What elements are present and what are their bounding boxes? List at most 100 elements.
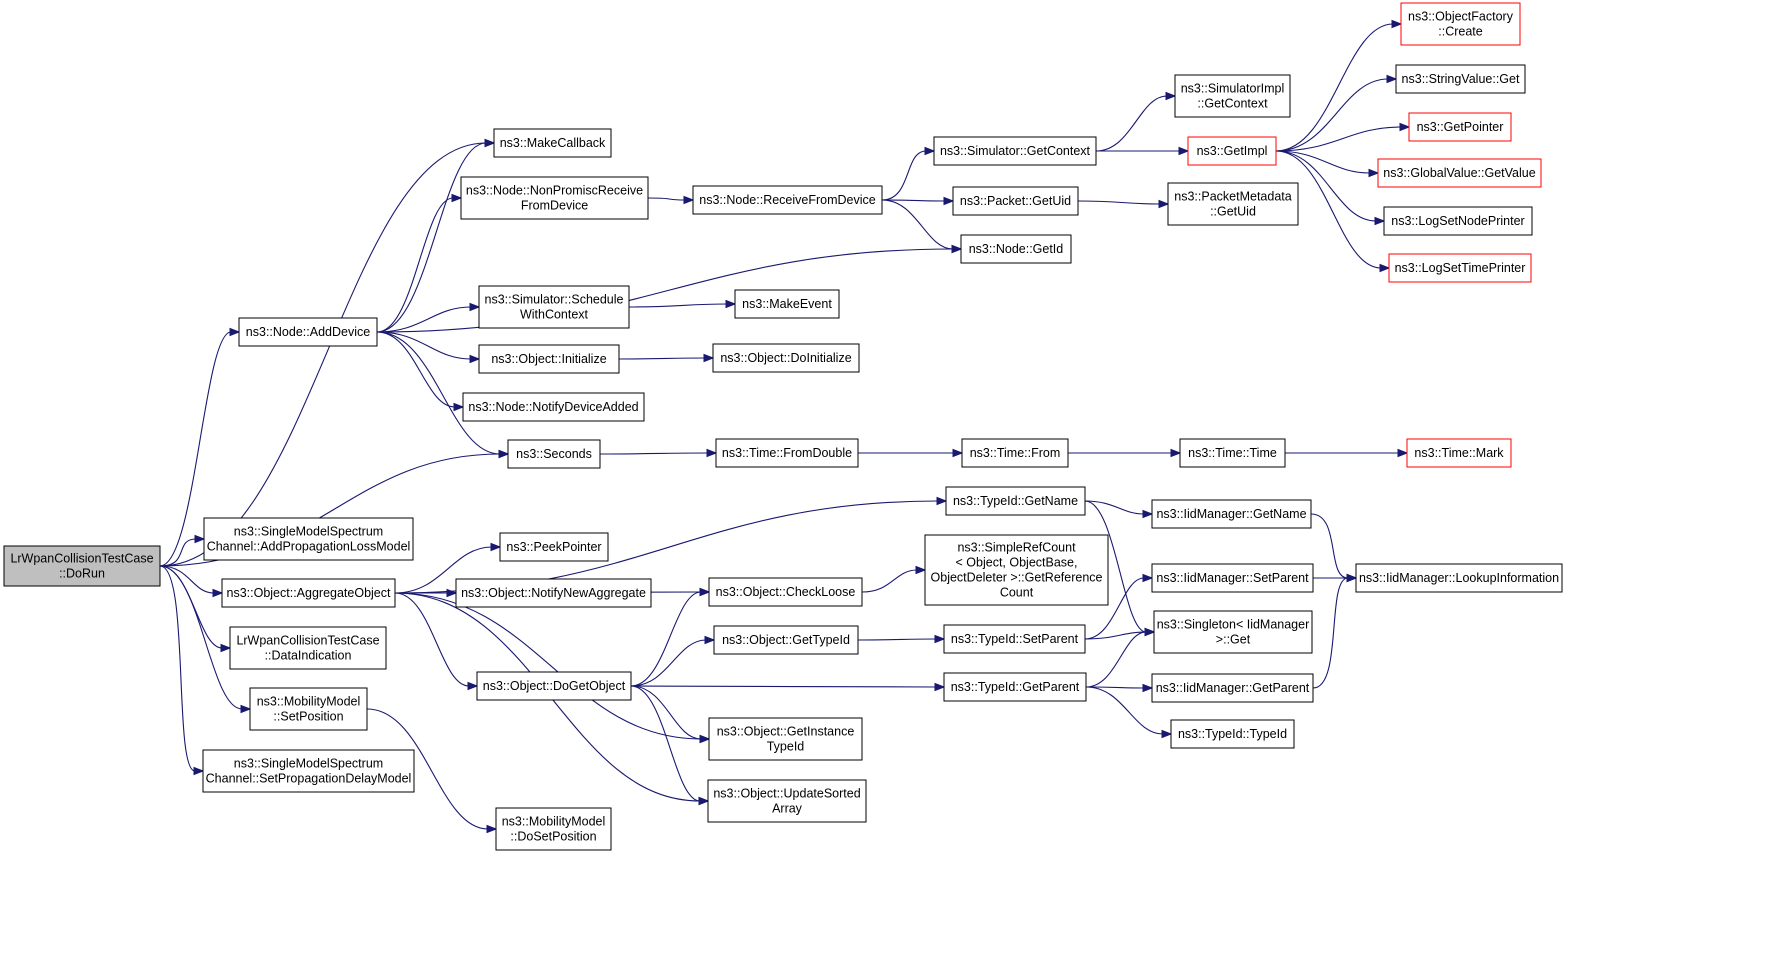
graph-node-singletonget[interactable]: ns3::Singleton< IidManager>::Get [1153,610,1313,654]
call-edge [858,448,964,458]
graph-node-nodegetid[interactable]: ns3::Node::GetId [960,234,1072,264]
graph-node-getimpl[interactable]: ns3::GetImpl [1187,136,1277,166]
graph-node-typeidsetparent[interactable]: ns3::TypeId::SetParent [943,624,1086,654]
node-label: ns3::GetImpl [1197,144,1268,158]
graph-node-getpointer[interactable]: ns3::GetPointer [1408,112,1512,142]
graph-node-timefrom[interactable]: ns3::Time::From [961,438,1069,468]
node-box [495,807,612,851]
node-label: ::GetContext [1197,97,1268,111]
edge-arrowhead [220,643,232,653]
graph-node-dataind[interactable]: LrWpanCollisionTestCase::DataIndication [229,626,387,670]
node-box [961,438,1069,468]
graph-node-notifynewagg[interactable]: ns3::Object::NotifyNewAggregate [455,578,652,608]
graph-node-adddevice[interactable]: ns3::Node::AddDevice [238,317,378,347]
graph-node-doinit[interactable]: ns3::Object::DoInitialize [712,343,860,373]
graph-node-objfactory[interactable]: ns3::ObjectFactory::Create [1400,2,1521,46]
edge-line [628,303,728,308]
node-box [1174,74,1291,118]
graph-node-simgetctx[interactable]: ns3::Simulator::GetContext [933,136,1097,166]
edge-line [1275,150,1377,222]
node-box [1408,112,1512,142]
graph-node-pktmeta[interactable]: ns3::PacketMetadata::GetUid [1167,182,1299,226]
node-box [943,672,1087,702]
edge-arrowhead [194,534,206,544]
node-label: LrWpanCollisionTestCase [10,552,153,566]
edge-line [1275,150,1371,174]
call-edge [1084,573,1154,640]
graph-node-dosetposition[interactable]: ns3::MobilityModel::DoSetPosition [495,807,612,851]
node-label: ns3::MakeEvent [742,297,832,311]
node-box [1151,673,1314,703]
graph-node-objinit[interactable]: ns3::Object::Initialize [478,344,620,374]
edge-line [394,546,493,594]
graph-node-iidgetname[interactable]: ns3::IidManager::GetName [1151,499,1312,529]
graph-node-typeidgetname[interactable]: ns3::TypeId::GetName [945,486,1086,516]
edge-arrowhead [683,195,695,205]
node-label: ::GetUid [1210,205,1256,219]
edge-line [159,565,243,710]
call-edge [394,592,711,744]
graph-node-addproploss[interactable]: ns3::SingleModelSpectrumChannel::AddProp… [203,517,414,561]
call-edge [647,195,695,205]
node-label: ObjectDeleter >::GetReference [931,571,1103,585]
graph-node-gettypeid[interactable]: ns3::Object::GetTypeId [713,625,859,655]
graph-node-typeidtypeid[interactable]: ns3::TypeId::TypeId [1170,719,1295,749]
graph-node-notifydev[interactable]: ns3::Node::NotifyDeviceAdded [462,392,645,422]
graph-node-packetuid[interactable]: ns3::Packet::GetUid [952,186,1079,216]
graph-node-logtimeprinter[interactable]: ns3::LogSetTimePrinter [1388,253,1532,283]
graph-node-setposition[interactable]: ns3::MobilityModel::SetPosition [249,687,368,731]
node-box [708,717,863,761]
graph-node-stringvalue[interactable]: ns3::StringValue::Get [1395,64,1526,94]
graph-node-makeevent[interactable]: ns3::MakeEvent [734,289,840,319]
node-label: ns3::Object::UpdateSorted [713,787,860,801]
call-edge [1085,686,1173,739]
graph-node-iidlookup[interactable]: ns3::IidManager::LookupInformation [1355,563,1563,593]
graph-node-simplerefcount[interactable]: ns3::SimpleRefCount< Object, ObjectBase,… [924,534,1109,606]
graph-node-checkloose[interactable]: ns3::Object::CheckLoose [708,577,863,607]
call-edge [1275,19,1403,152]
edge-line [1084,631,1147,640]
node-label: ns3::IidManager::SetParent [1156,571,1309,585]
graph-node-simimplctx[interactable]: ns3::SimulatorImpl::GetContext [1174,74,1291,118]
node-label: ns3::Time::Time [1188,446,1277,460]
graph-node-globalvalue[interactable]: ns3::GlobalValue::GetValue [1377,158,1542,188]
edge-arrowhead [1346,573,1358,583]
node-label: ns3::IidManager::GetName [1156,507,1306,521]
graph-node-dogetobject[interactable]: ns3::Object::DoGetObject [476,671,632,701]
node-label: ns3::SimulatorImpl [1181,82,1285,96]
graph-node-lognodeprinter[interactable]: ns3::LogSetNodePrinter [1383,206,1533,236]
call-edge [1275,150,1380,178]
graph-node-timetime[interactable]: ns3::Time::Time [1179,438,1286,468]
edge-arrowhead [467,681,479,691]
graph-node-iidsetparent[interactable]: ns3::IidManager::SetParent [1151,563,1314,593]
graph-node-typeidgetparent[interactable]: ns3::TypeId::GetParent [943,672,1087,702]
node-box [460,176,649,220]
node-box [943,624,1086,654]
edge-line [376,248,954,333]
call-edge [1084,627,1156,640]
graph-node-makecallback[interactable]: ns3::MakeCallback [493,128,612,158]
edge-line [1275,23,1394,152]
node-box [229,626,387,670]
graph-node-fromdouble[interactable]: ns3::Time::FromDouble [715,438,859,468]
graph-node-seconds[interactable]: ns3::Seconds [507,439,601,469]
edge-arrowhead [1161,729,1173,739]
graph-node-aggregate[interactable]: ns3::Object::AggregateObject [221,578,396,608]
call-edge [857,634,946,644]
graph-node-setpropdelay[interactable]: ns3::SingleModelSpectrumChannel::SetProp… [202,749,415,793]
node-box [1388,253,1532,283]
node-label: WithContext [520,308,589,322]
graph-node-peekpointer[interactable]: ns3::PeekPointer [499,532,609,562]
graph-node-timemark[interactable]: ns3::Time::Mark [1406,438,1512,468]
node-label: ns3::PacketMetadata [1174,190,1291,204]
node-label: ns3::Node::NotifyDeviceAdded [468,400,638,414]
graph-node-iidgetparent[interactable]: ns3::IidManager::GetParent [1151,673,1314,703]
edge-arrowhead [951,244,963,254]
call-edge [861,565,927,593]
graph-node-recvfromdev[interactable]: ns3::Node::ReceiveFromDevice [692,185,883,215]
call-edge [1077,199,1170,209]
